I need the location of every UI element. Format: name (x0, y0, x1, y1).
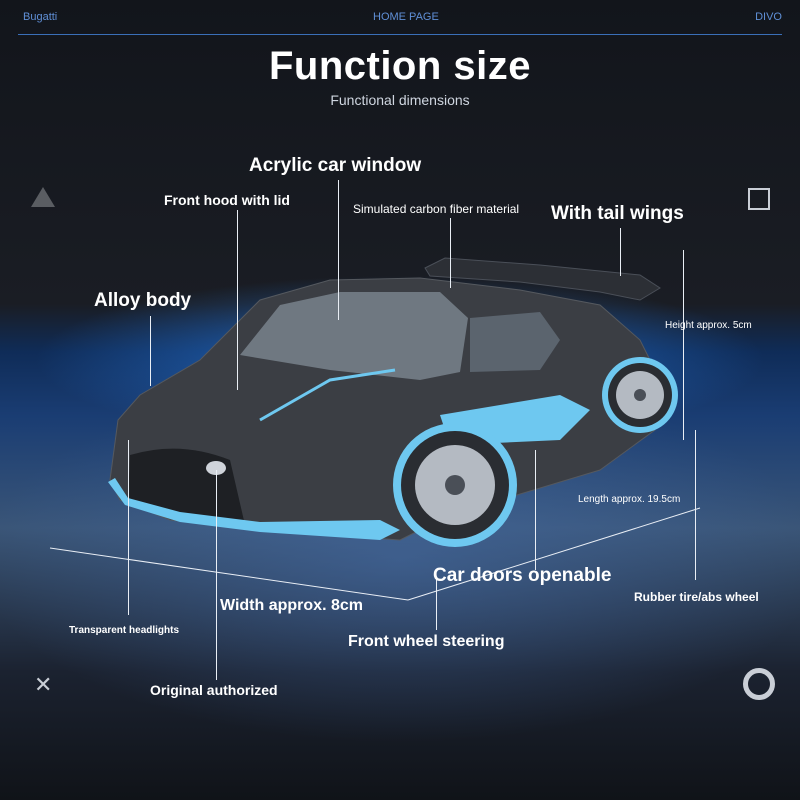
label-front-hood: Front hood with lid (164, 192, 290, 208)
label-rubber-tire: Rubber tire/abs wheel (634, 590, 759, 604)
circle-icon (743, 668, 775, 700)
page-title: Function size (268, 44, 532, 88)
label-doors: Car doors openable (433, 565, 612, 586)
label-carbon-fiber: Simulated carbon fiber material (353, 202, 520, 216)
label-length: Length approx. 19.5cm (578, 494, 681, 505)
leader-line (436, 578, 437, 630)
square-icon (748, 188, 770, 210)
cross-icon: ✕ (34, 672, 53, 697)
height-line (683, 250, 684, 440)
leader-line (535, 450, 536, 570)
leader-line (150, 316, 151, 386)
label-acrylic-window: Acrylic car window (249, 155, 422, 176)
leader-line (620, 228, 621, 276)
leader-line (450, 218, 451, 288)
leader-line (216, 470, 217, 680)
label-original: Original authorized (150, 682, 278, 698)
home-page-link[interactable]: HOME PAGE (373, 11, 439, 23)
triangle-icon (31, 187, 55, 207)
leader-line (128, 440, 129, 615)
top-nav-bar: Bugatti HOME PAGE DIVO (18, 0, 782, 35)
label-height: Height approx. 5cm (665, 320, 752, 331)
leader-line (695, 430, 696, 580)
leader-line (338, 180, 339, 320)
label-width: Width approx. 8cm (220, 597, 363, 614)
label-steering: Front wheel steering (348, 633, 505, 650)
label-tail-wings: With tail wings (551, 203, 684, 224)
label-headlights: Transparent headlights (69, 625, 180, 636)
brand-link[interactable]: Bugatti (23, 11, 58, 23)
label-alloy-body: Alloy body (94, 290, 192, 311)
page-subtitle: Functional dimensions (330, 92, 470, 108)
model-link[interactable]: DIVO (755, 11, 782, 23)
leader-line (237, 210, 238, 390)
